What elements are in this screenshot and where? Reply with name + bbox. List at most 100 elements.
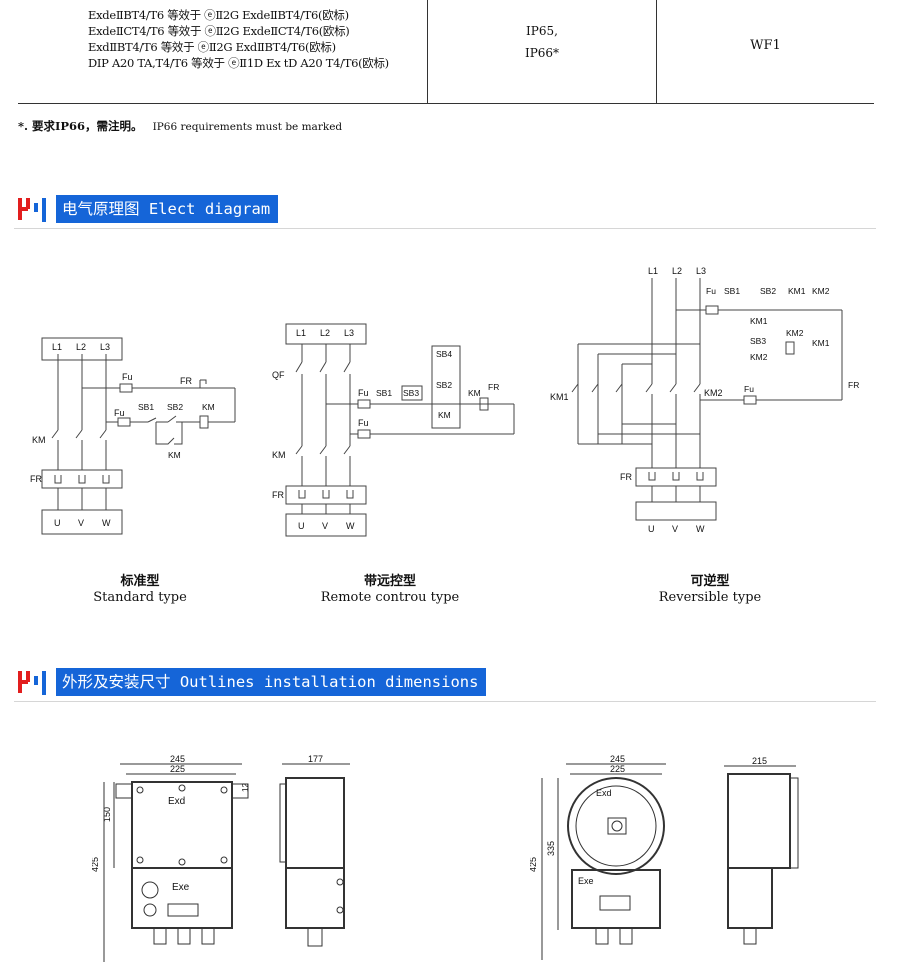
label-v: V [322, 521, 328, 531]
label-km2-coil: KM2 [812, 286, 830, 296]
label-l3: L3 [696, 266, 706, 276]
label-v: V [78, 518, 84, 528]
dim-150: 150 [102, 807, 112, 822]
dim-225: 225 [170, 764, 185, 774]
brand-logo-icon [18, 198, 46, 222]
remote-type-diagram: L1 L2 L3 QF KM FR U V W Fu SB1 SB3 SB4 S… [272, 323, 515, 537]
label-exe: Exe [578, 876, 594, 886]
table-divider [427, 0, 428, 103]
label-l2: L2 [76, 342, 86, 352]
ip-rating-cell: IP65, IP66* [428, 20, 656, 80]
dim-425: 425 [92, 857, 100, 872]
section-divider [14, 701, 876, 702]
ex-mark-line: ExdeⅡCT4/T6 等效于 ⓔⅡ2G ExdeⅡCT4/T6(欧标) [88, 24, 350, 38]
label-l3: L3 [100, 342, 110, 352]
label-km1-coil: KM1 [788, 286, 806, 296]
label-sb1: SB1 [724, 286, 740, 296]
caption-remote-zh: 带远控型 [363, 574, 416, 589]
caption-reversible: 可逆型 Reversible type [630, 570, 790, 605]
reversible-type-diagram: L1 L2 L3 KM1 KM2 FR U V W Fu SB1 SB2 KM1… [550, 266, 859, 534]
ip-rating: IP65, [526, 24, 558, 38]
dim-245: 245 [170, 754, 185, 764]
label-fr-contact: FR [488, 382, 499, 392]
label-sb1: SB1 [138, 402, 154, 412]
dim-177: 177 [308, 754, 323, 764]
label-km2-main: KM2 [704, 388, 723, 398]
label-w: W [696, 524, 705, 534]
dim-335: 335 [546, 841, 556, 856]
label-sb3: SB3 [403, 388, 419, 398]
label-u: U [648, 524, 655, 534]
label-fu1: Fu [706, 286, 716, 296]
label-fr: FR [272, 490, 284, 500]
label-fu1: Fu [358, 388, 369, 398]
label-l2: L2 [320, 328, 330, 338]
label-exd: Exd [596, 788, 612, 798]
ex-mark-line: ExdⅡBT4/T6 等效于 ⓔⅡ2G ExdⅡBT4/T6(欧标) [88, 40, 336, 54]
caption-standard-zh: 标准型 [120, 574, 160, 589]
outline-right-side-view: 215 [724, 756, 799, 945]
label-w: W [346, 521, 355, 531]
label-fr: FR [30, 474, 42, 484]
label-exe: Exe [172, 882, 190, 893]
outline-left-side-view: 177 [279, 754, 350, 947]
section-divider [14, 228, 876, 229]
label-km-main: KM [272, 450, 286, 460]
anticorrosion-cell: WF1 [657, 38, 874, 68]
ip-rating: IP66* [524, 46, 560, 60]
label-u: U [298, 521, 305, 531]
label-l3: L3 [344, 328, 354, 338]
caption-reversible-zh: 可逆型 [690, 574, 730, 589]
label-w: W [102, 518, 111, 528]
label-km-coil: KM [468, 388, 481, 398]
label-u: U [54, 518, 61, 528]
label-qf: QF [272, 370, 285, 380]
label-fu2: Fu [744, 384, 754, 394]
label-fu1: Fu [122, 372, 133, 382]
ip66-note: *. 要求IP66，需注明。IP66 requirements must be … [18, 118, 342, 134]
table-divider [656, 0, 657, 103]
label-km2-aux: KM2 [750, 352, 768, 362]
note-en: IP66 requirements must be marked [152, 121, 343, 133]
label-sb2: SB2 [436, 380, 452, 390]
dim-12: 12 [241, 783, 250, 792]
caption-remote: 带远控型 Remote controu type [300, 570, 480, 605]
label-km-aux: KM [438, 410, 451, 420]
label-km-coil: KM [202, 402, 215, 412]
label-fu2: Fu [114, 408, 125, 418]
brand-logo-icon [18, 671, 46, 695]
section-title: 外形及安装尺寸 Outlines installation dimensions [56, 668, 487, 696]
outline-left-front-view: 245 225 Exd 12 150 425 Exe [92, 754, 250, 962]
label-v: V [672, 524, 678, 534]
spec-table: ExdeⅡBT4/T6 等效于 ⓔⅡ2G ExdeⅡBT4/T6(欧标) Exd… [18, 0, 874, 104]
ex-marking-cell: ExdeⅡBT4/T6 等效于 ⓔⅡ2G ExdeⅡBT4/T6(欧标) Exd… [88, 7, 428, 110]
label-km-aux: KM [168, 450, 181, 460]
dim-245: 245 [610, 754, 625, 764]
outline-right-front-view: 245 225 Exd 425 335 Exe [530, 754, 666, 960]
label-sb4: SB4 [436, 349, 452, 359]
label-l2: L2 [672, 266, 682, 276]
label-fr-contact: FR [848, 380, 859, 390]
standard-type-diagram: L1 L2 L3 KM FR U V W Fu FR Fu SB1 SB2 KM… [30, 337, 236, 535]
ex-mark-line: ExdeⅡBT4/T6 等效于 ⓔⅡ2G ExdeⅡBT4/T6(欧标) [88, 8, 349, 22]
label-km1-aux: KM1 [750, 316, 768, 326]
label-fr-top: FR [180, 376, 192, 386]
label-km1-mid: KM1 [812, 338, 830, 348]
caption-remote-en: Remote controu type [320, 590, 460, 605]
anticorrosion-grade: WF1 [750, 38, 781, 53]
label-fr: FR [620, 472, 632, 482]
label-sb2: SB2 [760, 286, 776, 296]
label-exd: Exd [168, 796, 185, 807]
label-l1: L1 [296, 328, 306, 338]
dim-425: 425 [530, 857, 538, 872]
caption-reversible-en: Reversible type [658, 590, 762, 605]
label-km-main: KM [32, 435, 46, 445]
label-l1: L1 [52, 342, 62, 352]
caption-standard: 标准型 Standard type [60, 570, 220, 605]
label-sb2: SB2 [167, 402, 183, 412]
label-sb1: SB1 [376, 388, 392, 398]
section-title: 电气原理图 Elect diagram [56, 195, 279, 223]
label-sb3: SB3 [750, 336, 766, 346]
label-km1-main: KM1 [550, 392, 569, 402]
ex-mark-line: DIP A20 TA,T4/T6 等效于 ⓔⅡ1D Ex tD A20 T4/T… [88, 56, 389, 70]
